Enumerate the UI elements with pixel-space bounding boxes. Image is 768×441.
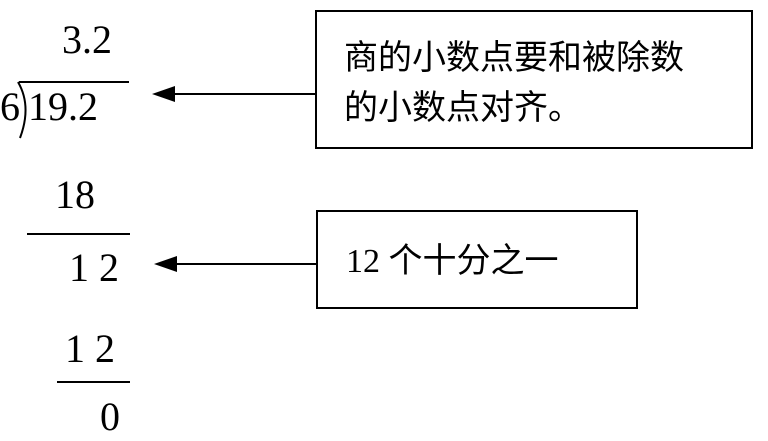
division-bar [19,81,129,83]
callout-tenths: 12 个十分之一 [316,210,638,309]
divisor: 6 [0,84,20,129]
callout-top-line-1: 商的小数点要和被除数 [344,40,684,77]
quotient: 3.2 [62,17,112,62]
callout-decimal-alignment: 商的小数点要和被除数 的小数点对齐。 [315,10,753,149]
step1-remainder: 1 2 [69,245,119,290]
callout-top-line-2: 的小数点对齐。 [344,90,582,127]
final-remainder: 0 [100,394,120,439]
subtraction-line-2 [57,381,130,383]
subtraction-line-1 [27,233,130,235]
callout-bottom-text: 12 个十分之一 [346,243,559,280]
dividend: 19.2 [28,84,98,129]
arrow-top [152,86,315,102]
arrow-bottom [154,256,316,272]
step2-product: 1 2 [65,326,115,371]
step1-product: 18 [55,172,95,217]
